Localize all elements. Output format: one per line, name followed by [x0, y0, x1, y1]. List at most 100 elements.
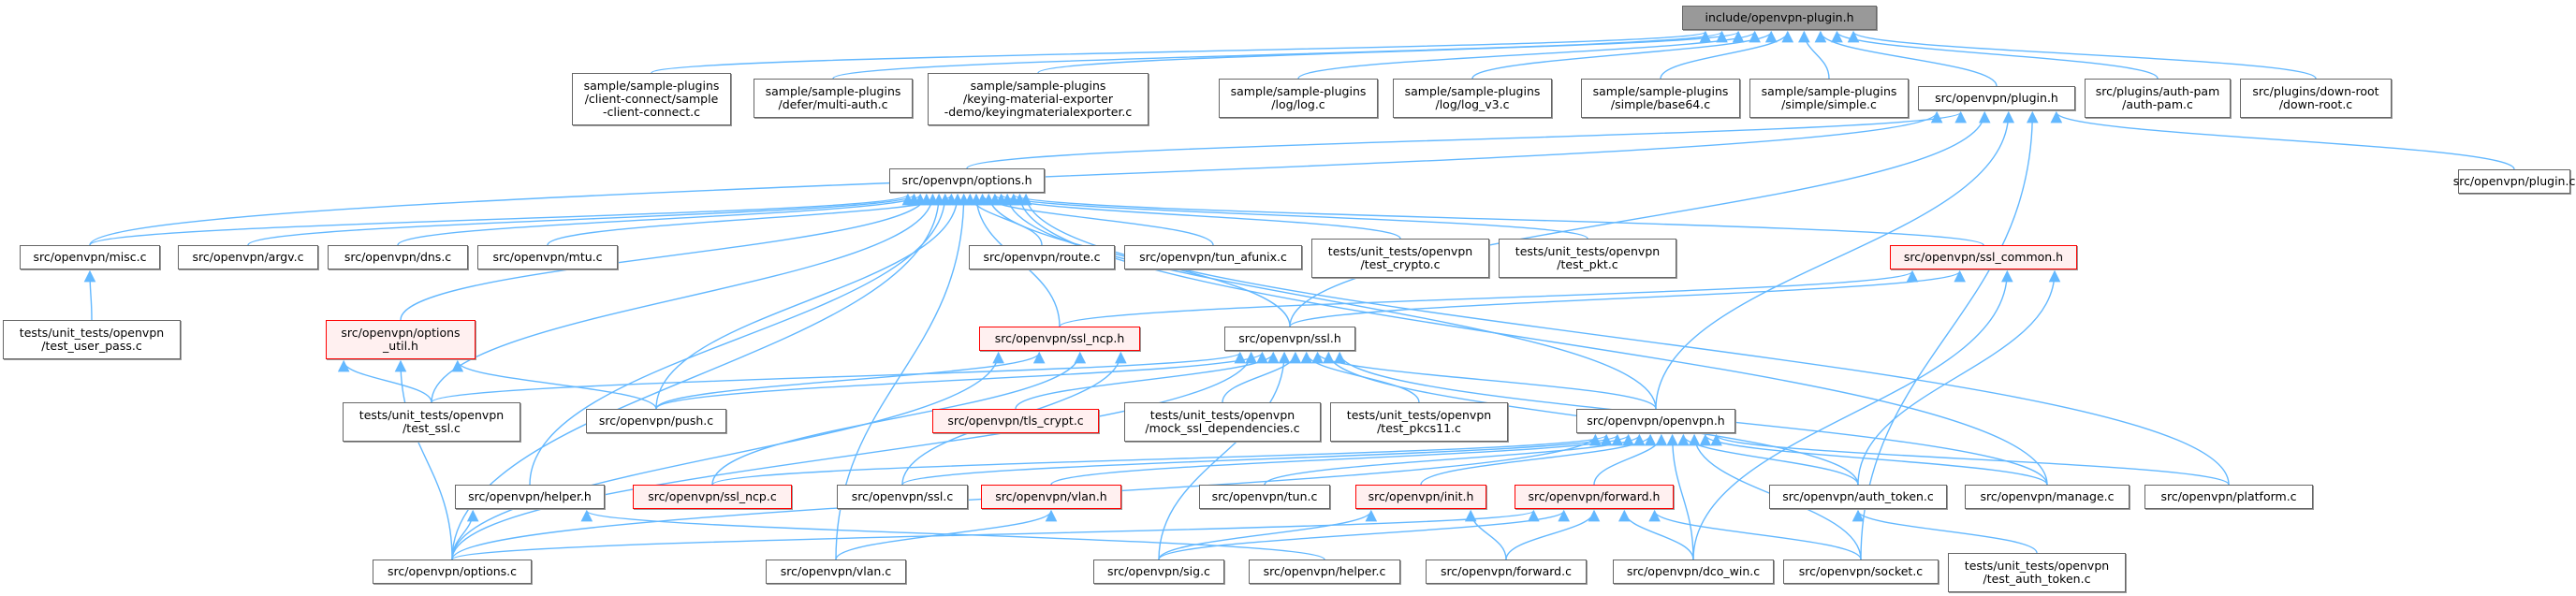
- edge-keying-to-root: [1037, 30, 1744, 74]
- node-tun-c[interactable]: src/openvpn/tun.c: [1199, 485, 1330, 509]
- node-test-user-pass-c[interactable]: tests/unit_tests/openvpn /test_user_pass…: [3, 320, 181, 359]
- node-dns-c[interactable]: src/openvpn/dns.c: [328, 245, 468, 269]
- edge-sig_c-to-init_h: [1158, 509, 1377, 560]
- node-tls-crypt-c[interactable]: src/openvpn/tls_crypt.c: [932, 409, 1099, 433]
- node-mock-ssl-dependencies-c[interactable]: tests/unit_tests/openvpn /mock_ssl_depen…: [1124, 402, 1321, 442]
- edge-ssl_c-to-openvpn_h: [901, 433, 1623, 486]
- node-client-connect-c[interactable]: sample/sample-plugins /client-connect/sa…: [572, 73, 731, 125]
- edge-base64-to-root: [1660, 30, 1794, 80]
- node-argv-c[interactable]: src/openvpn/argv.c: [178, 245, 318, 269]
- node-route-c[interactable]: src/openvpn/route.c: [969, 245, 1115, 269]
- node-test-auth-token-c[interactable]: tests/unit_tests/openvpn /test_auth_toke…: [1948, 553, 2126, 592]
- edge-options_c-to-helper_h: [451, 509, 479, 560]
- node-log-v3-c[interactable]: sample/sample-plugins /log/log_v3.c: [1393, 79, 1552, 118]
- edge-ssl_ncp_c-to-openvpn_h: [711, 433, 1612, 486]
- edge-ssl_h-to-plugin_h: [1289, 110, 1991, 327]
- node-keyingmaterialexporter-c[interactable]: sample/sample-plugins /keying-material-e…: [928, 73, 1149, 125]
- node-test-pkcs11-c[interactable]: tests/unit_tests/openvpn /test_pkcs11.c: [1330, 402, 1508, 442]
- edge-test_crypto-to-options_h: [988, 193, 1401, 240]
- node-helper-h[interactable]: src/openvpn/helper.h: [455, 485, 605, 509]
- node-ssl-c[interactable]: src/openvpn/ssl.c: [837, 485, 968, 509]
- edge-options_c-to-ssl_ncp_h: [451, 351, 1004, 560]
- edge-log_v3-to-root: [1471, 30, 1778, 80]
- edge-vlan_c-to-vlan_h: [835, 509, 1058, 560]
- node-platform-c[interactable]: src/openvpn/platform.c: [2144, 485, 2313, 509]
- node-push-c[interactable]: src/openvpn/push.c: [586, 409, 726, 433]
- edge-socket_c-to-plugin_h: [1860, 110, 2039, 560]
- edge-dco_win-to-forward_h: [1618, 509, 1694, 560]
- node-dco-win-c[interactable]: src/openvpn/dco_win.c: [1613, 560, 1774, 584]
- node-forward-h[interactable]: src/openvpn/forward.h: [1515, 485, 1674, 509]
- edge-openvpn_h-to-options_h: [1001, 193, 1657, 410]
- node-mtu-c[interactable]: src/openvpn/mtu.c: [477, 245, 618, 269]
- node-log-c[interactable]: sample/sample-plugins /log/log.c: [1219, 79, 1378, 118]
- node-plugin-c[interactable]: src/openvpn/plugin.c: [2453, 169, 2575, 194]
- node-vlan-c[interactable]: src/openvpn/vlan.c: [766, 560, 906, 584]
- node-options-h[interactable]: src/openvpn/options.h: [889, 168, 1045, 193]
- node-plugin-h[interactable]: src/openvpn/plugin.h: [1918, 86, 2075, 110]
- node-auth-token-c[interactable]: src/openvpn/auth_token.c: [1769, 485, 1947, 509]
- edge-auth_pam-to-root: [1831, 30, 2159, 80]
- edge-init_h-to-openvpn_h: [1420, 433, 1657, 486]
- node-multi-auth-c[interactable]: sample/sample-plugins /defer/multi-auth.…: [754, 79, 913, 118]
- node-test-crypto-c[interactable]: tests/unit_tests/openvpn /test_crypto.c: [1311, 239, 1489, 278]
- node-ssl-ncp-h[interactable]: src/openvpn/ssl_ncp.h: [979, 327, 1140, 351]
- edge-tls_crypt-to-ssl_h: [1015, 351, 1280, 410]
- edge-mock_ssl-to-ssl_h: [1222, 351, 1302, 403]
- edge-log_c-to-root: [1297, 30, 1761, 80]
- node-simple-c[interactable]: sample/sample-plugins /simple/simple.c: [1749, 79, 1909, 118]
- node-vlan-h[interactable]: src/openvpn/vlan.h: [981, 485, 1121, 509]
- edge-test_user_pass-to-misc_c: [83, 269, 96, 321]
- node-forward-c[interactable]: src/openvpn/forward.c: [1426, 560, 1587, 584]
- edge-ssl_common-to-options_h: [1008, 193, 1984, 246]
- edge-test_pkt-to-options_h: [995, 193, 1588, 240]
- edge-platform_c-to-openvpn_h: [1710, 433, 2230, 486]
- edge-down_root-to-root: [1848, 30, 2317, 80]
- node-openvpn-h[interactable]: src/openvpn/openvpn.h: [1576, 409, 1735, 433]
- node-init-h[interactable]: src/openvpn/init.h: [1355, 485, 1486, 509]
- edge-push_c-to-options_util: [451, 359, 657, 410]
- edge-plugin_h-to-root: [1814, 30, 1998, 87]
- edge-push_c-to-ssl_ncp_h: [655, 351, 1046, 410]
- edge-misc_c-to-options_h: [89, 193, 914, 246]
- edge-options_c-to-options_util: [394, 359, 453, 560]
- node-helper-c[interactable]: src/openvpn/helper.c: [1249, 560, 1400, 584]
- node-down-root-c[interactable]: src/plugins/down-root /down-root.c: [2240, 79, 2392, 118]
- edge-dco_win-to-ssl_common: [1692, 269, 2013, 560]
- node-auth-pam-c[interactable]: src/plugins/auth-pam /auth-pam.c: [2085, 79, 2231, 118]
- node-sig-c[interactable]: src/openvpn/sig.c: [1093, 560, 1224, 584]
- edge-options_c-to-forward_h: [451, 509, 1540, 560]
- node-ssl-ncp-c[interactable]: src/openvpn/ssl_ncp.c: [633, 485, 792, 509]
- edge-sig_c-to-forward_h: [1158, 509, 1570, 560]
- edge-ssl_h-to-ssl_common: [1289, 269, 1966, 327]
- node-misc-c[interactable]: src/openvpn/misc.c: [20, 245, 160, 269]
- node-tun-afunix-c[interactable]: src/openvpn/tun_afunix.c: [1124, 245, 1302, 269]
- edge-tun_c-to-openvpn_h: [1264, 433, 1646, 486]
- edge-push_c-to-options_h: [655, 193, 964, 410]
- edge-options_h-to-plugin_h: [966, 110, 1967, 169]
- edge-simple_c-to-root: [1798, 30, 1830, 80]
- node-ssl-common-h[interactable]: src/openvpn/ssl_common.h: [1890, 245, 2077, 269]
- node-socket-c[interactable]: src/openvpn/socket.c: [1783, 560, 1939, 584]
- edge-forward_c-to-forward_h: [1505, 509, 1601, 560]
- node-manage-c[interactable]: src/openvpn/manage.c: [1965, 485, 2130, 509]
- edge-dco_win-to-openvpn_h: [1666, 433, 1694, 560]
- edge-test_ssl-to-ssl_h: [431, 351, 1246, 403]
- node-base64-c[interactable]: sample/sample-plugins /simple/base64.c: [1581, 79, 1740, 118]
- node-root-openvpn-plugin-h[interactable]: include/openvpn-plugin.h: [1682, 6, 1877, 30]
- node-ssl-h[interactable]: src/openvpn/ssl.h: [1224, 327, 1355, 351]
- edge-multi_auth-to-root: [832, 30, 1728, 80]
- edge-openvpn_h-to-plugin_h: [1655, 110, 2015, 410]
- edge-argv_c-to-options_h: [247, 193, 920, 246]
- edge-sig_c-to-ssl_h: [1158, 351, 1291, 560]
- edge-test_pkcs11-to-ssl_h: [1300, 351, 1420, 403]
- edge-forward_h-to-openvpn_h: [1593, 433, 1668, 486]
- edge-auth_token-to-ssl_common: [1857, 269, 2061, 486]
- node-options-c[interactable]: src/openvpn/options.c: [373, 560, 532, 584]
- edge-openvpn_h-to-ssl_h: [1311, 351, 1657, 410]
- node-options-util-h[interactable]: src/openvpn/options _util.h: [326, 320, 476, 359]
- node-test-ssl-c[interactable]: tests/unit_tests/openvpn /test_ssl.c: [343, 402, 520, 442]
- node-test-pkt-c[interactable]: tests/unit_tests/openvpn /test_pkt.c: [1499, 239, 1676, 278]
